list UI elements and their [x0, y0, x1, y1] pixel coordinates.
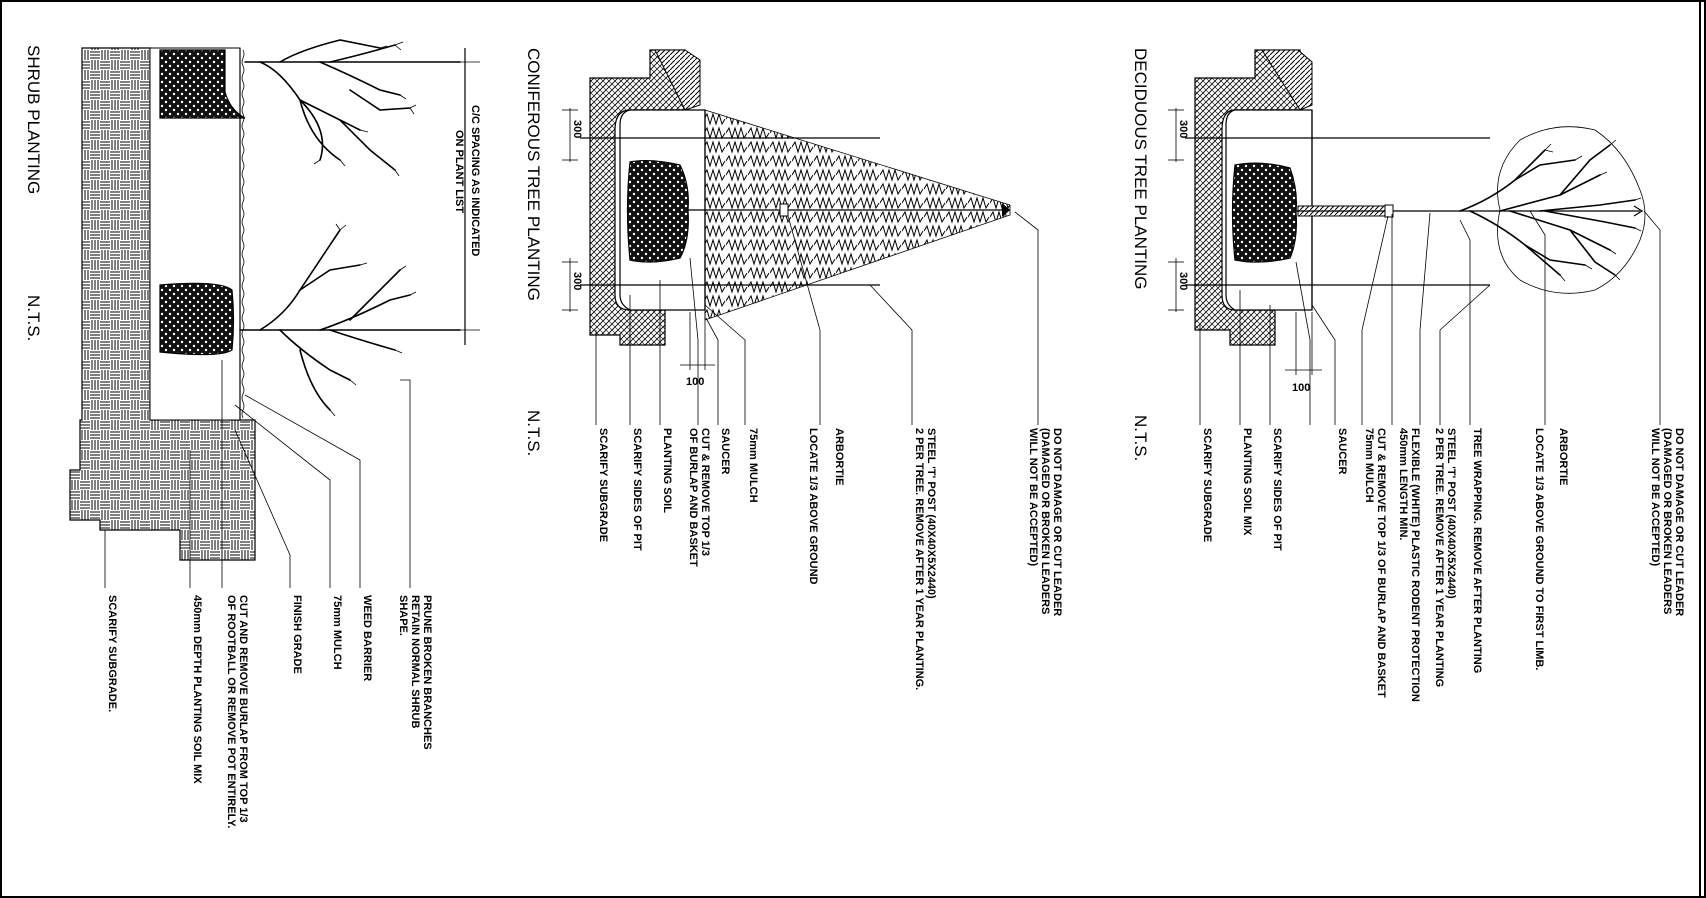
coniferous-label-burlap-1: CUT & REMOVE TOP 1/3	[699, 428, 711, 556]
deciduous-label-leader-2: (DAMAGED OR BROKEN LEADERS	[1661, 428, 1673, 614]
shrub-rootball-2	[159, 282, 235, 356]
coniferous-label-saucer: SAUCER	[719, 428, 731, 475]
deciduous-label-post-2: 2 PER TREE. REMOVE AFTER 1 YEAR PLANTING	[1433, 428, 1445, 687]
coniferous-label-leader-1: DO NOT DAMAGE OR CUT LEADER	[1051, 428, 1063, 616]
coniferous-dim-300-top: 300	[571, 120, 583, 138]
shrub-planting-detail: SHRUB PLANTING N.T.S.	[24, 39, 481, 828]
deciduous-leader-lines	[1199, 210, 1661, 425]
deciduous-label-mulch: 75mm MULCH	[1363, 428, 1375, 503]
shrub-label-weed-barrier: WEED BARRIER	[361, 595, 373, 681]
deciduous-canopy	[1459, 126, 1646, 294]
coniferous-title: CONIFEROUS TREE PLANTING	[524, 48, 543, 301]
deciduous-dim-100: 100	[1292, 382, 1310, 394]
coniferous-dim-300-bottom: 300	[571, 272, 583, 290]
coniferous-label-mulch: 75mm MULCH	[747, 428, 759, 503]
coniferous-dim-100: 100	[686, 376, 704, 388]
deciduous-label-rodent-1: FLEXIBLE (WHITE) PLASTIC RODENT PROTECTI…	[1409, 428, 1421, 702]
deciduous-leader-tip	[1633, 205, 1644, 217]
shrub-rootball-1	[159, 49, 246, 119]
shrub-label-prune-3: SHAPE.	[397, 595, 409, 636]
coniferous-label-arbortie-1: ARBORTIE	[833, 428, 845, 485]
coniferous-arbortie	[779, 203, 789, 217]
shrub-label-finish-grade: FINISH GRADE	[291, 595, 303, 674]
coniferous-rootball	[626, 159, 689, 263]
shrub-plant-1	[244, 39, 461, 177]
deciduous-dimensions	[1168, 108, 1322, 375]
shrub-spacing-note-1: C/C SPACING AS INDICATED	[469, 105, 481, 256]
coniferous-label-scarify-subgrade: SCARIFY SUBGRADE	[597, 428, 609, 542]
coniferous-leader-lines	[595, 211, 1039, 425]
shrub-plant-2	[239, 223, 461, 417]
shrub-label-scarify: SCARIFY SUBGRADE.	[106, 595, 118, 712]
shrub-title: SHRUB PLANTING	[24, 45, 43, 194]
coniferous-label-post-2: 2 PER TREE. REMOVE AFTER 1 YEAR PLANTING…	[913, 428, 925, 690]
coniferous-label-leader-2: (DAMAGED OR BROKEN LEADERS	[1039, 428, 1051, 614]
deciduous-label-saucer: SAUCER	[1336, 428, 1348, 475]
shrub-leader-lines	[104, 360, 411, 588]
shrub-label-mulch: 75mm MULCH	[331, 595, 343, 670]
shrub-label-prune-2: RETAIN NORMAL SHRUB	[409, 595, 421, 728]
deciduous-label-arbortie-1: ARBORTIE	[1557, 428, 1569, 485]
deciduous-dim-300-bottom: 300	[1177, 272, 1189, 290]
deciduous-planting-detail: DECIDUOUS TREE PLANTING N.T.S.	[1131, 48, 1685, 702]
deciduous-title: DECIDUOUS TREE PLANTING	[1131, 48, 1150, 290]
coniferous-label-post-1: STEEL 'T' POST (40X40X5X2440)	[925, 428, 937, 599]
shrub-spacing-note-2: ON PLANT LIST	[453, 130, 465, 213]
shrub-mulch-line	[241, 49, 245, 419]
deciduous-label-tree-wrapping: TREE WRAPPING. REMOVE AFTER PLANTING	[1471, 428, 1483, 673]
coniferous-foliage	[704, 109, 1011, 321]
deciduous-label-scarify-sides: SCARIFY SIDES OF PIT	[1271, 428, 1283, 551]
shrub-label-burlap-1: CUT AND REMOVE BURLAP FROM TOP 1/3	[237, 595, 249, 823]
deciduous-rootball	[1231, 162, 1297, 263]
coniferous-label-burlap-2: OF BURLAP AND BASKET	[687, 428, 699, 567]
shrub-scale: N.T.S.	[24, 295, 43, 341]
coniferous-grade-hatch	[654, 49, 701, 111]
deciduous-arbortie	[1384, 204, 1394, 218]
deciduous-scale: N.T.S.	[1131, 415, 1150, 461]
coniferous-scale: N.T.S.	[524, 410, 543, 456]
coniferous-label-planting-soil: PLANTING SOIL	[661, 428, 673, 513]
coniferous-dimensions	[562, 108, 715, 370]
deciduous-label-rodent-2: 450mm LENGTH MIN.	[1397, 428, 1409, 540]
coniferous-label-arbortie-2: LOCATE 1/3 ABOVE GROUND	[807, 428, 819, 585]
deciduous-label-soil-mix: PLANTING SOIL MIX	[1241, 428, 1253, 536]
deciduous-label-leader-3: WILL NOT BE ACCEPTED)	[1649, 428, 1661, 566]
coniferous-label-leader-3: WILL NOT BE ACCEPTED)	[1027, 428, 1039, 566]
deciduous-label-post-1: STEEL 'T' POST (40X40X5X2440)	[1445, 428, 1457, 599]
deciduous-grade-hatch	[1261, 49, 1313, 111]
deciduous-label-burlap: CUT & REMOVE TOP 1/3 OF BURLAP AND BASKE…	[1375, 428, 1387, 698]
shrub-label-soil-mix: 450mm DEPTH PLANTING SOIL MIX	[191, 595, 203, 784]
deciduous-label-leader-1: DO NOT DAMAGE OR CUT LEADER	[1673, 428, 1685, 616]
shrub-label-prune-1: PRUNE BROKEN BRANCHES	[421, 595, 433, 750]
shrub-label-burlap-2: OF ROOTBALL OR REMOVE POT ENTIRELY.	[225, 595, 237, 828]
coniferous-leader-tip	[1002, 203, 1010, 217]
deciduous-label-scarify-subgrade: SCARIFY SUBGRADE	[1201, 428, 1213, 542]
coniferous-label-scarify-sides: SCARIFY SIDES OF PIT	[631, 428, 643, 551]
coniferous-planting-detail: CONIFEROUS TREE PLANTING N.T.S.	[524, 48, 1063, 690]
deciduous-label-arbortie-2: LOCATE 1/3 ABOVE GROUND TO FIRST LIMB.	[1533, 428, 1545, 670]
deciduous-dim-300-top: 300	[1177, 120, 1189, 138]
